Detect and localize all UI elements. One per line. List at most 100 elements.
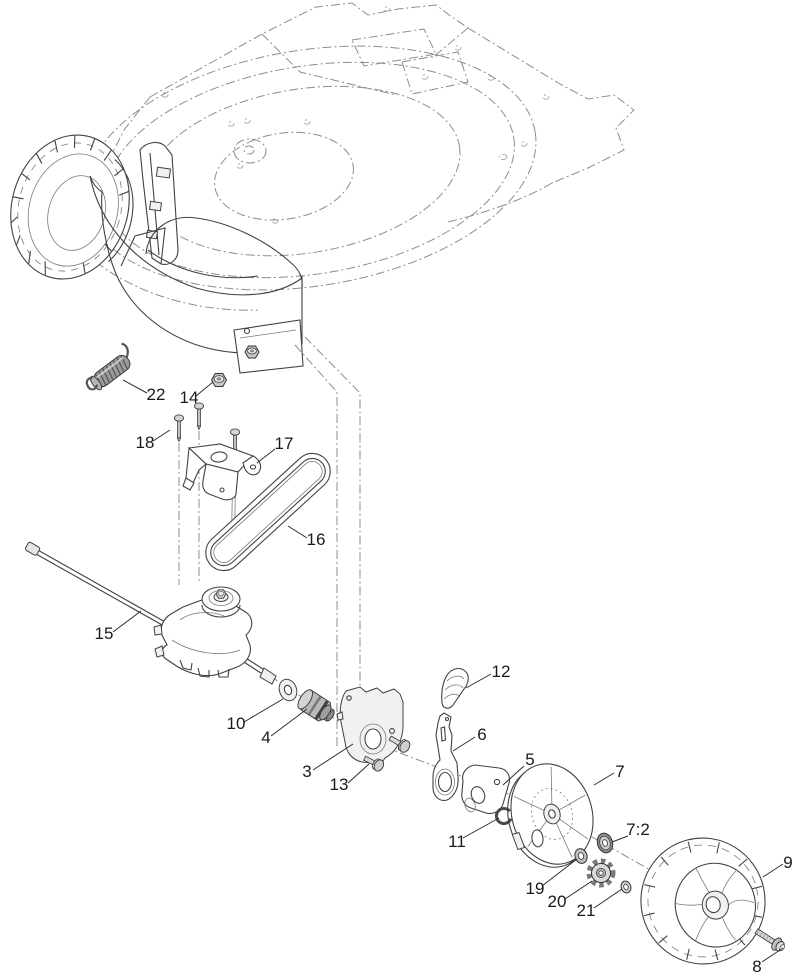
spring-hook-top bbox=[121, 342, 129, 358]
front-height-adjuster bbox=[139, 141, 179, 265]
lever-arm-boss bbox=[435, 768, 455, 796]
bracket-front-hole bbox=[219, 487, 225, 493]
pivot-bracket-ear bbox=[464, 797, 476, 813]
deck-fold-line-1 bbox=[261, 33, 397, 96]
bracket-ear-hole bbox=[249, 464, 257, 470]
callout-19: 19 bbox=[526, 879, 545, 898]
callout-15: 15 bbox=[95, 624, 114, 643]
thrust-washer bbox=[278, 678, 298, 702]
rear-wheel bbox=[640, 837, 766, 965]
adjuster-slot-1 bbox=[155, 166, 172, 179]
deck-bolt-holes bbox=[161, 6, 550, 224]
cover-plate-body bbox=[339, 686, 404, 765]
flange-nut bbox=[210, 373, 228, 387]
cover-tab bbox=[336, 711, 344, 721]
pivot-bracket-hole bbox=[493, 778, 501, 786]
front-tire-sidewall bbox=[27, 153, 119, 267]
flange-bushing bbox=[596, 832, 614, 854]
cover-bolts bbox=[363, 735, 411, 772]
housing-mount-plate bbox=[233, 319, 304, 374]
housing-upper-lip bbox=[89, 175, 303, 296]
disc-spokes bbox=[513, 766, 588, 858]
housing-inner-curve bbox=[147, 249, 259, 279]
pivot-bracket bbox=[461, 764, 511, 815]
screw-18b bbox=[193, 402, 205, 431]
pivot-bracket-body bbox=[461, 764, 511, 815]
rear-hub-bore bbox=[705, 896, 721, 914]
front-tire-tread-marks bbox=[11, 135, 129, 275]
gearbox-casting-line-2 bbox=[171, 639, 241, 655]
gearbox-feet bbox=[179, 659, 230, 678]
shift-tab bbox=[441, 668, 469, 709]
cover-bolt-b bbox=[363, 755, 385, 772]
deck-skirt-outer bbox=[83, 45, 537, 291]
callout-leaders bbox=[112, 379, 784, 963]
housing-nut bbox=[244, 345, 260, 359]
transmission bbox=[153, 586, 253, 678]
deck-blade-circle bbox=[146, 85, 461, 257]
disc-edge-tab bbox=[511, 831, 526, 851]
callout-7-2: 7:2 bbox=[626, 820, 650, 839]
projection-line-right bbox=[304, 336, 361, 694]
projection-line-left bbox=[294, 344, 338, 748]
lever-arm-slot bbox=[440, 726, 447, 742]
deck-fold-line-2 bbox=[431, 27, 469, 59]
callout-22: 22 bbox=[147, 385, 166, 404]
rear-housing bbox=[89, 175, 304, 374]
deck-right-skirt bbox=[447, 182, 553, 223]
wheel-bolt bbox=[754, 928, 785, 952]
front-tire-outline bbox=[10, 134, 130, 280]
lever-arm bbox=[432, 712, 459, 801]
pulley-nut bbox=[215, 589, 227, 599]
projection-lines bbox=[178, 336, 757, 935]
front-tire-tread-ring bbox=[17, 142, 123, 272]
callout-12: 12 bbox=[492, 662, 511, 681]
bracket-left-flange bbox=[185, 446, 207, 484]
drive-belt bbox=[205, 452, 331, 572]
callout-3: 3 bbox=[302, 762, 311, 781]
callout-11: 11 bbox=[448, 832, 466, 851]
front-wheel bbox=[10, 134, 134, 280]
rear-tread-marks bbox=[643, 841, 763, 961]
belt-outer bbox=[205, 452, 331, 572]
gear-teeth bbox=[586, 858, 616, 888]
callout-9: 9 bbox=[783, 853, 792, 872]
bolt-threads bbox=[756, 929, 772, 943]
pinion-gear bbox=[586, 858, 616, 888]
housing-flap bbox=[120, 227, 166, 267]
screw-18a bbox=[173, 414, 185, 443]
bracket-foot bbox=[182, 477, 195, 491]
axle-key-end bbox=[259, 667, 277, 685]
adjuster-slot-2 bbox=[148, 200, 163, 212]
belt-inner bbox=[210, 457, 326, 567]
cover-hole-2 bbox=[346, 695, 352, 701]
front-wheel-well-arc bbox=[108, 159, 134, 263]
retainer-ring bbox=[620, 880, 632, 894]
lever-arm-hole bbox=[437, 771, 453, 793]
deck-cutout-2 bbox=[401, 51, 469, 95]
callout-13: 13 bbox=[330, 775, 349, 794]
callout-18: 18 bbox=[136, 433, 155, 452]
deck-top-plate-edge bbox=[149, 2, 469, 98]
callout-7: 7 bbox=[615, 762, 624, 781]
mower-deck-outline bbox=[83, 2, 635, 311]
shift-tab-body bbox=[441, 668, 469, 709]
deck-crank-hole bbox=[243, 145, 255, 155]
callout-17: 17 bbox=[275, 434, 294, 453]
transmission-cover bbox=[336, 686, 404, 765]
housing-left-edge bbox=[89, 175, 103, 193]
callout-6: 6 bbox=[477, 725, 486, 744]
callout-5: 5 bbox=[525, 750, 534, 769]
callout-4: 4 bbox=[261, 728, 270, 747]
callout-labels: 22 14 18 17 16 15 10 4 3 13 12 6 5 11 7 … bbox=[95, 385, 793, 976]
rear-rim-spokes bbox=[675, 867, 755, 942]
extension-spring bbox=[85, 342, 131, 391]
callout-10: 10 bbox=[227, 714, 246, 733]
spring-hook-bottom bbox=[85, 376, 99, 391]
input-pulley bbox=[201, 586, 241, 618]
gear-bore bbox=[598, 870, 604, 876]
housing-plate-fold bbox=[239, 329, 297, 339]
callout-8: 8 bbox=[752, 957, 761, 976]
pulley-rim-lower bbox=[201, 604, 241, 618]
